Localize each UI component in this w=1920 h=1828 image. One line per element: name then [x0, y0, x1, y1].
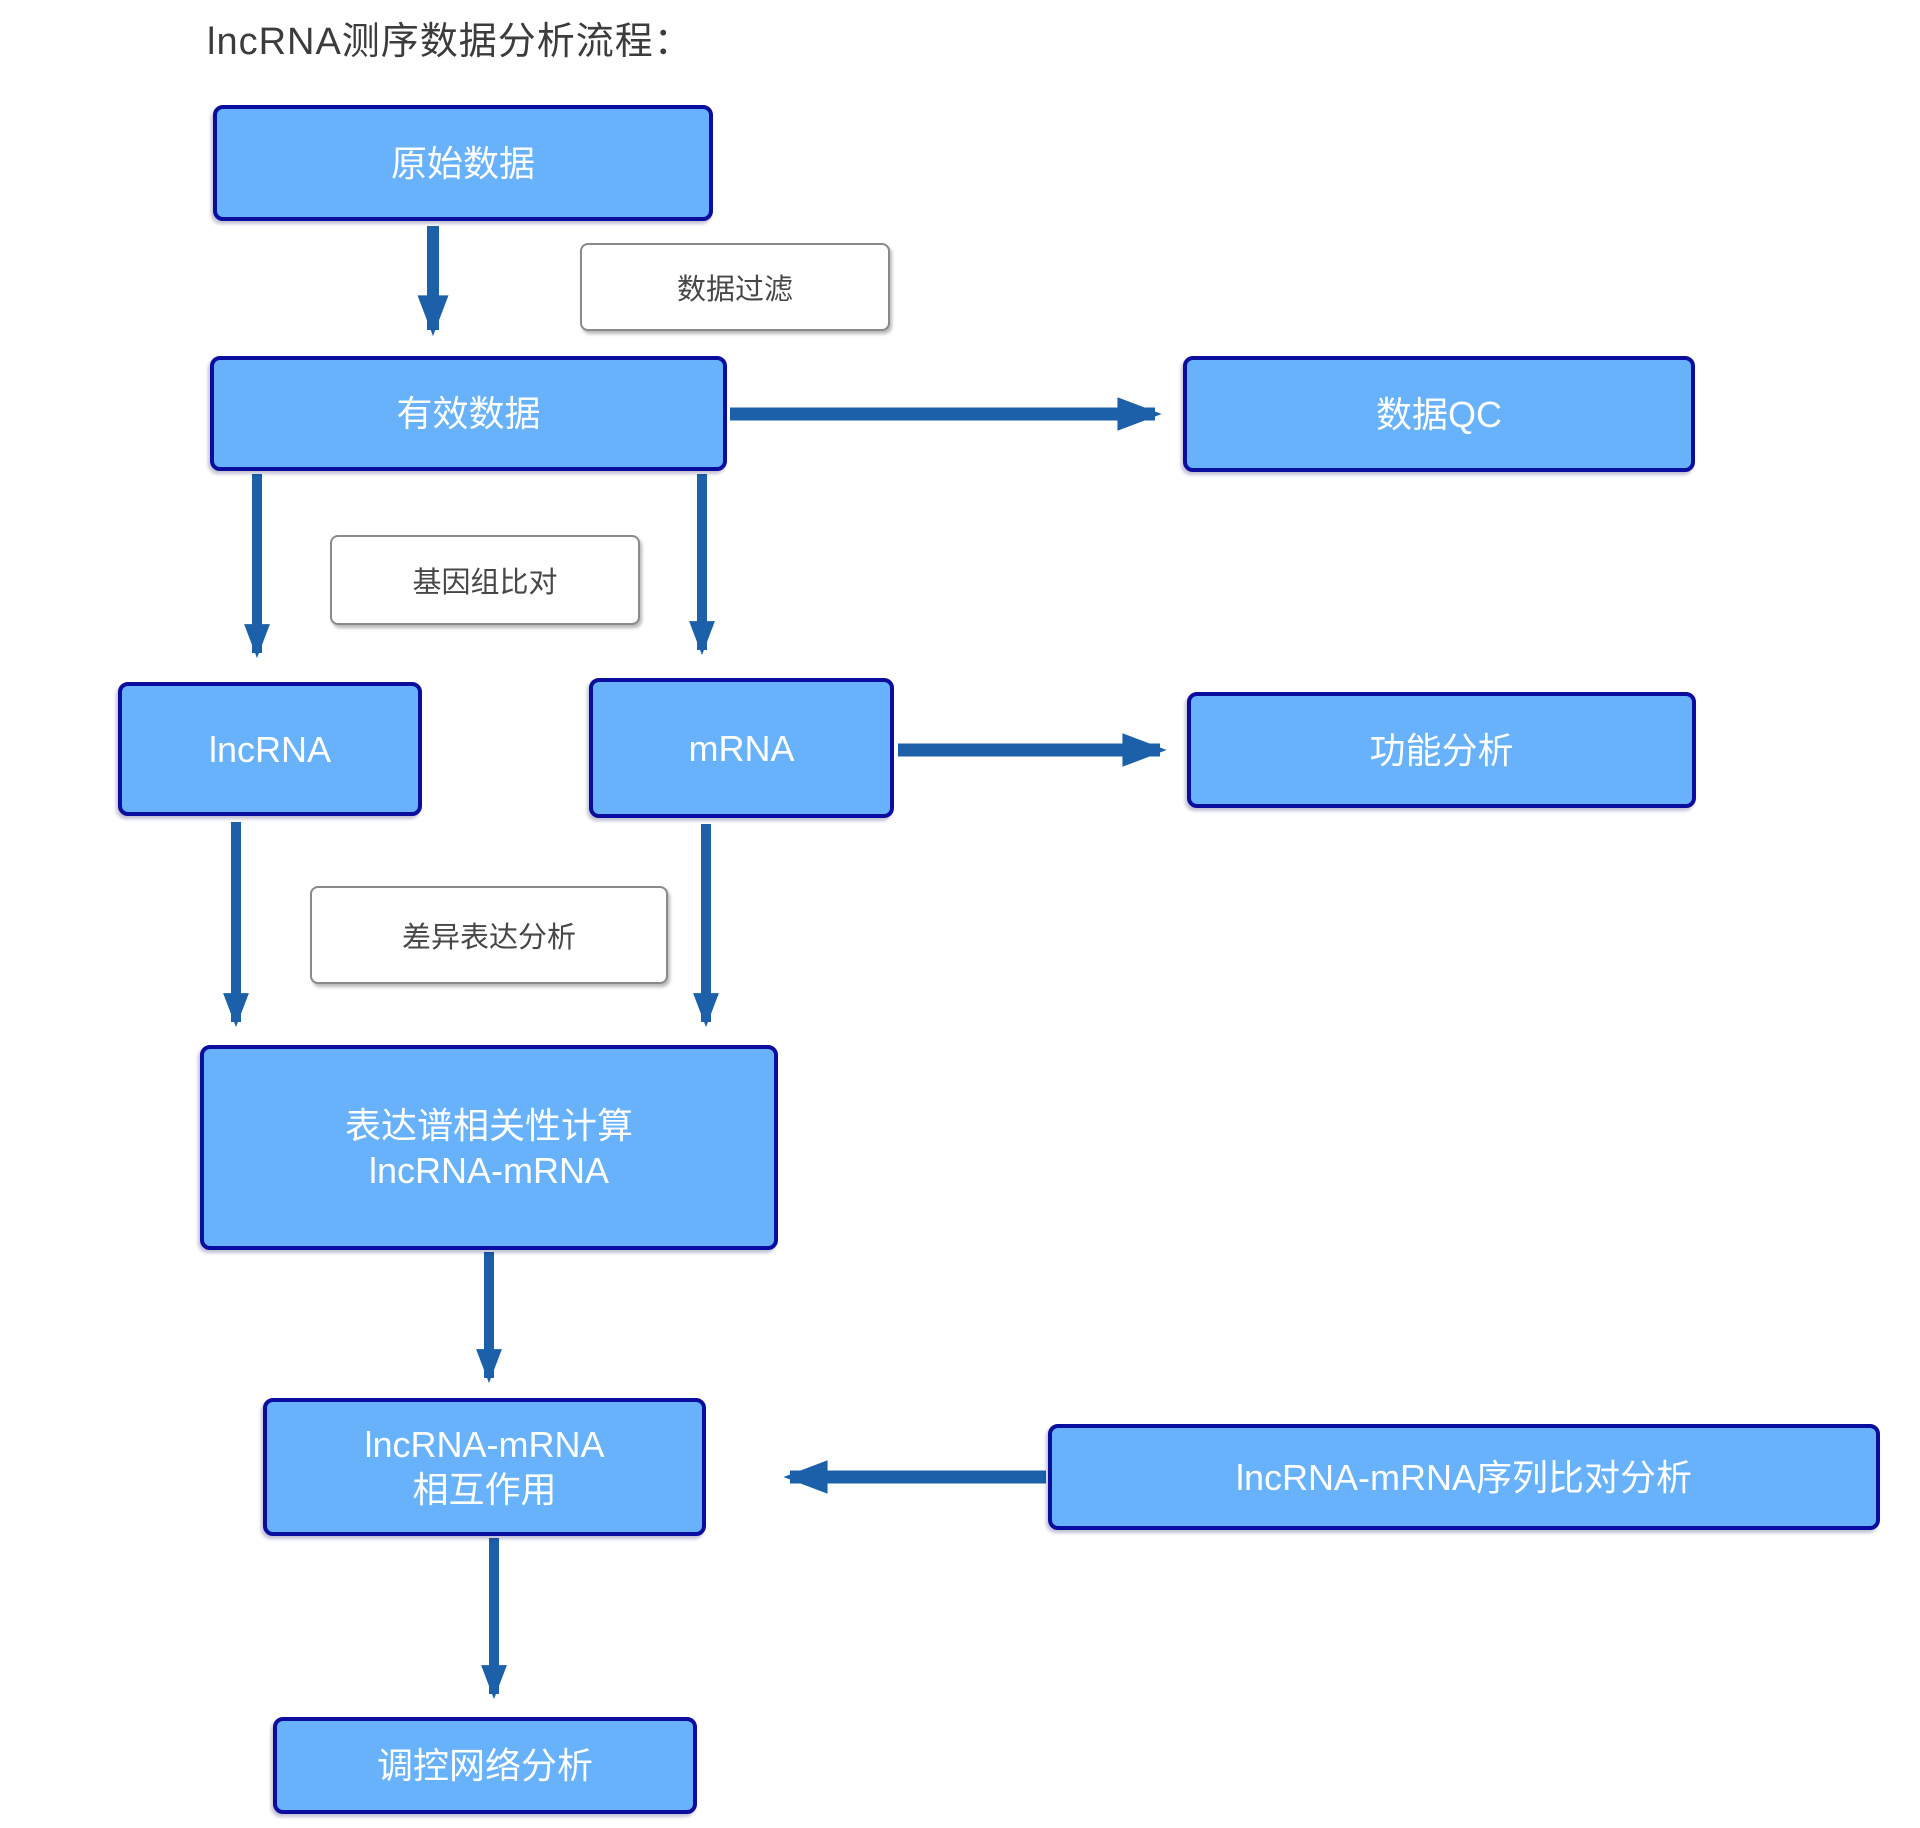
node-regulatory-network-analysis: 调控网络分析	[273, 1717, 697, 1814]
node-raw-data: 原始数据	[213, 105, 713, 221]
node-lncrna-mrna-interaction-line2: 相互作用	[412, 1469, 557, 1510]
node-raw-data-label: 原始数据	[390, 142, 535, 184]
node-seq-alignment-analysis: lncRNA-mRNA序列比对分析	[1048, 1424, 1880, 1530]
page-title: lncRNA测序数据分析流程：	[207, 21, 693, 63]
node-lncrna-mrna-interaction: lncRNA-mRNA 相互作用	[263, 1398, 706, 1536]
node-data-qc: 数据QC	[1183, 356, 1695, 472]
node-functional-analysis-label: 功能分析	[1369, 729, 1514, 771]
node-valid-data-label: 有效数据	[396, 393, 541, 434]
node-mrna: mRNA	[589, 678, 894, 818]
node-expression-correlation-line2: lncRNA-mRNA	[368, 1149, 609, 1191]
node-valid-data: 有效数据	[210, 356, 727, 471]
edge-label-genome-alignment-text: 基因组比对	[412, 567, 558, 599]
node-lncrna-mrna-interaction-line1: lncRNA-mRNA	[364, 1424, 605, 1465]
node-lncrna: lncRNA	[118, 682, 422, 816]
edge-label-data-filter-text: 数据过滤	[676, 274, 793, 306]
node-expression-correlation: 表达谱相关性计算 lncRNA-mRNA	[200, 1045, 778, 1250]
node-data-qc-label: 数据QC	[1375, 393, 1502, 435]
edge-label-genome-alignment: 基因组比对	[330, 535, 640, 625]
node-expression-correlation-line1: 表达谱相关性计算	[344, 1104, 633, 1146]
node-lncrna-label: lncRNA	[208, 728, 332, 770]
node-seq-alignment-analysis-label: lncRNA-mRNA序列比对分析	[1235, 1456, 1692, 1498]
edge-label-differential-expression-text: 差异表达分析	[401, 922, 576, 954]
node-regulatory-network-analysis-label: 调控网络分析	[376, 1745, 593, 1786]
edge-label-data-filter: 数据过滤	[580, 243, 890, 331]
edge-label-differential-expression: 差异表达分析	[310, 886, 668, 984]
node-functional-analysis: 功能分析	[1187, 692, 1696, 808]
node-mrna-label: mRNA	[688, 727, 795, 769]
